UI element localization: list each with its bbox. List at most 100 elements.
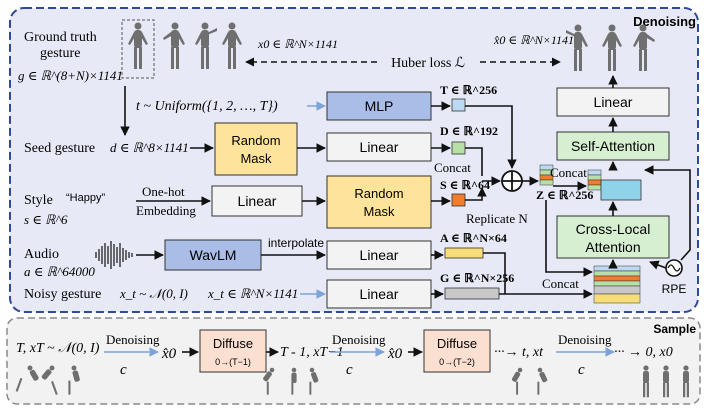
linear-box-noisy	[326, 279, 432, 309]
figure-icon	[195, 22, 217, 69]
replicate-label: Replicate N	[466, 211, 528, 226]
self-attention-label: Self-Attention	[571, 138, 655, 154]
random-mask-label-1b: Mask	[240, 151, 272, 166]
token-G	[444, 287, 500, 300]
huber-loss-label: Huber loss ℒ	[391, 56, 465, 71]
figure-icon	[537, 367, 548, 395]
figure-icon	[511, 367, 523, 395]
denoising-title: Denoising	[633, 14, 696, 29]
sample-x0hat-2: x̂0	[387, 346, 403, 362]
x0hat-label: x̂0 ∈ ℝ^N×1141	[493, 33, 574, 47]
sample-start: T, xT ~ 𝒩(0, I)	[16, 341, 100, 356]
waveform-icon	[95, 241, 133, 269]
figure-icon	[663, 365, 669, 398]
random-mask-box-2	[326, 175, 432, 229]
sample-title: Sample	[653, 322, 696, 336]
random-mask-label-2a: Random	[354, 186, 403, 201]
token-T	[451, 98, 466, 112]
diffuse-label-2: Diffuse	[437, 336, 477, 351]
random-mask-label-2b: Mask	[363, 204, 395, 219]
figure-icon	[263, 367, 275, 395]
gt-label-1: Ground truth	[24, 30, 97, 45]
A-to-concat	[483, 252, 506, 294]
linear-label-style: Linear	[238, 193, 277, 209]
token-T-label: T ∈ ℝ^256	[440, 83, 497, 97]
figure-icon	[15, 365, 39, 392]
D-to-plus	[465, 147, 483, 176]
sample-x0hat-1: x̂0	[161, 346, 177, 362]
cross-local-label-1: Cross-Local	[576, 221, 651, 237]
sample-c-2: c	[346, 362, 353, 378]
S-to-plus	[465, 187, 487, 201]
cross-local-box	[556, 215, 670, 259]
linear-box-audio	[326, 240, 432, 270]
token-G-label: G ∈ ℝ^N×256	[440, 271, 514, 285]
figure-icon	[222, 22, 242, 69]
figure-icon	[291, 367, 297, 395]
self-attention-box	[556, 131, 670, 161]
sample-denoising-2: Denoising	[332, 332, 386, 347]
concat-label-2: Concat	[550, 165, 587, 180]
figure-icon	[566, 24, 588, 71]
gt-gesture-figures	[121, 19, 655, 79]
sample-figures	[15, 365, 689, 398]
diffuse-box-2	[423, 329, 491, 373]
diffuse-label-1: Diffuse	[213, 336, 253, 351]
T-to-plus	[465, 105, 517, 169]
linear-label-noisy: Linear	[360, 286, 399, 302]
interpolate-label: interpolate	[268, 236, 324, 250]
diffuse-range-1: 0→(T−1)	[215, 357, 251, 367]
noisy-set: x_t ∈ ℝ^N×1141	[207, 286, 298, 301]
linear-label-out: Linear	[594, 94, 633, 110]
token-D-label: D ∈ ℝ^192	[440, 124, 498, 138]
wavlm-label: WavLM	[190, 247, 237, 263]
style-label: Style	[24, 193, 53, 208]
mlp-box	[326, 91, 432, 121]
style-word: “Happy”	[66, 192, 105, 204]
cross-local-label-2: Attention	[585, 239, 640, 255]
figure-icon	[683, 365, 689, 398]
figure-icon	[643, 365, 649, 398]
rpe-to-concat	[644, 165, 691, 261]
figure-icon	[602, 24, 622, 71]
style-set: s ∈ ℝ^6	[24, 212, 68, 227]
seed-label: Seed gesture	[24, 141, 95, 156]
gt-label-2: gesture	[40, 46, 80, 61]
seed-dashed-box	[121, 19, 155, 79]
figure-icon	[41, 365, 58, 395]
concat-label-1: Concat	[434, 160, 471, 175]
sample-step-2: ···→ t, xt	[494, 345, 544, 360]
mlp-label: MLP	[365, 98, 394, 114]
noisy-label: Noisy gesture	[24, 287, 101, 302]
diffuse-box-1	[199, 329, 267, 373]
rpe-label: RPE	[662, 282, 687, 296]
diffuse-range-2: 0→(T−2)	[439, 357, 475, 367]
figure-icon	[163, 22, 185, 69]
x0-label: x0 ∈ ℝ^N×1141	[257, 37, 338, 51]
seed-set: d ∈ ℝ^8×1141	[110, 140, 189, 155]
onehot-label-1: One-hot	[142, 184, 185, 199]
gt-set: g ∈ ℝ^(8+N)×1141	[18, 68, 123, 83]
noisy-dist: x_t ~ 𝒩(0, I)	[119, 286, 188, 301]
sample-c-3: c	[578, 362, 585, 378]
concat-block	[587, 169, 642, 201]
figure-icon	[68, 365, 80, 395]
token-A	[444, 247, 484, 259]
figure-icon	[309, 367, 319, 395]
sample-step-1: T - 1, xT−1	[280, 345, 344, 360]
token-Z	[539, 164, 554, 186]
onehot-label-2: Embedding	[136, 203, 196, 218]
rpe-wave	[667, 264, 681, 272]
random-mask-box-1	[214, 122, 298, 176]
figure-icon	[128, 22, 148, 69]
linear-box-out	[556, 87, 670, 117]
sample-c-1: c	[120, 362, 127, 378]
linear-label-seed: Linear	[360, 139, 399, 155]
linear-label-audio: Linear	[360, 247, 399, 263]
sample-denoising-3: Denoising	[558, 332, 612, 347]
t-uniform-label: t ~ Uniform({1, 2, …, T})	[136, 99, 278, 114]
sample-end: ··· → 0, x0	[614, 345, 673, 360]
token-A-label: A ∈ ℝ^N×64	[440, 231, 507, 245]
sample-denoising-1: Denoising	[106, 332, 160, 347]
concat-stack-bottom	[593, 265, 641, 304]
